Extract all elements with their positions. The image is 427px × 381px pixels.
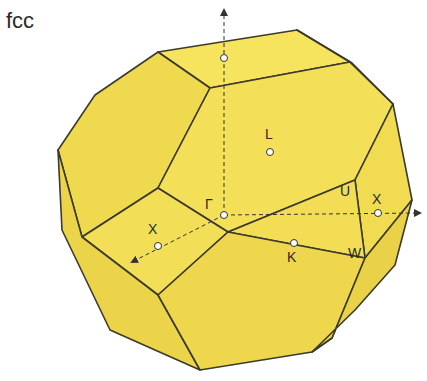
- face: [158, 232, 365, 370]
- axis: [132, 215, 224, 262]
- point-label: W: [348, 246, 361, 260]
- point: [221, 212, 228, 219]
- point-label: X: [372, 192, 381, 206]
- face: [58, 150, 200, 370]
- axis: [224, 10, 225, 215]
- axis: [224, 213, 420, 215]
- point: [375, 210, 382, 217]
- point: [155, 243, 162, 250]
- face: [312, 200, 412, 352]
- point-label: U: [340, 184, 350, 198]
- point-label: K: [287, 250, 296, 264]
- point-label: Γ: [205, 197, 213, 211]
- point-label: L: [265, 127, 273, 141]
- point: [291, 240, 298, 247]
- point-label: X: [148, 222, 157, 236]
- point: [267, 149, 274, 156]
- lattice-type: fcc: [6, 10, 34, 32]
- face: [297, 30, 393, 104]
- point: [221, 55, 228, 62]
